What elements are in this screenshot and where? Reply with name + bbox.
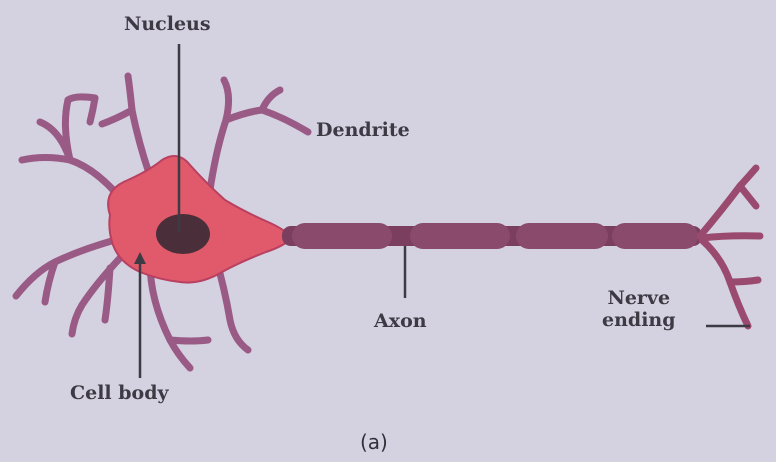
figure-caption: (a) bbox=[360, 431, 388, 454]
nerve-ending-shape bbox=[700, 168, 760, 326]
axon-shape bbox=[282, 223, 702, 249]
nucleus-shape bbox=[156, 214, 210, 254]
dendrite-label: Dendrite bbox=[316, 120, 410, 142]
nucleus-label: Nucleus bbox=[124, 14, 211, 36]
axon-label: Axon bbox=[374, 311, 427, 333]
nerve-ending-label: Nerve ending bbox=[602, 288, 676, 332]
nerve-ending-label-line2: ending bbox=[602, 310, 676, 332]
cell-body-label: Cell body bbox=[70, 383, 169, 405]
nerve-ending-label-line1: Nerve bbox=[602, 288, 676, 310]
